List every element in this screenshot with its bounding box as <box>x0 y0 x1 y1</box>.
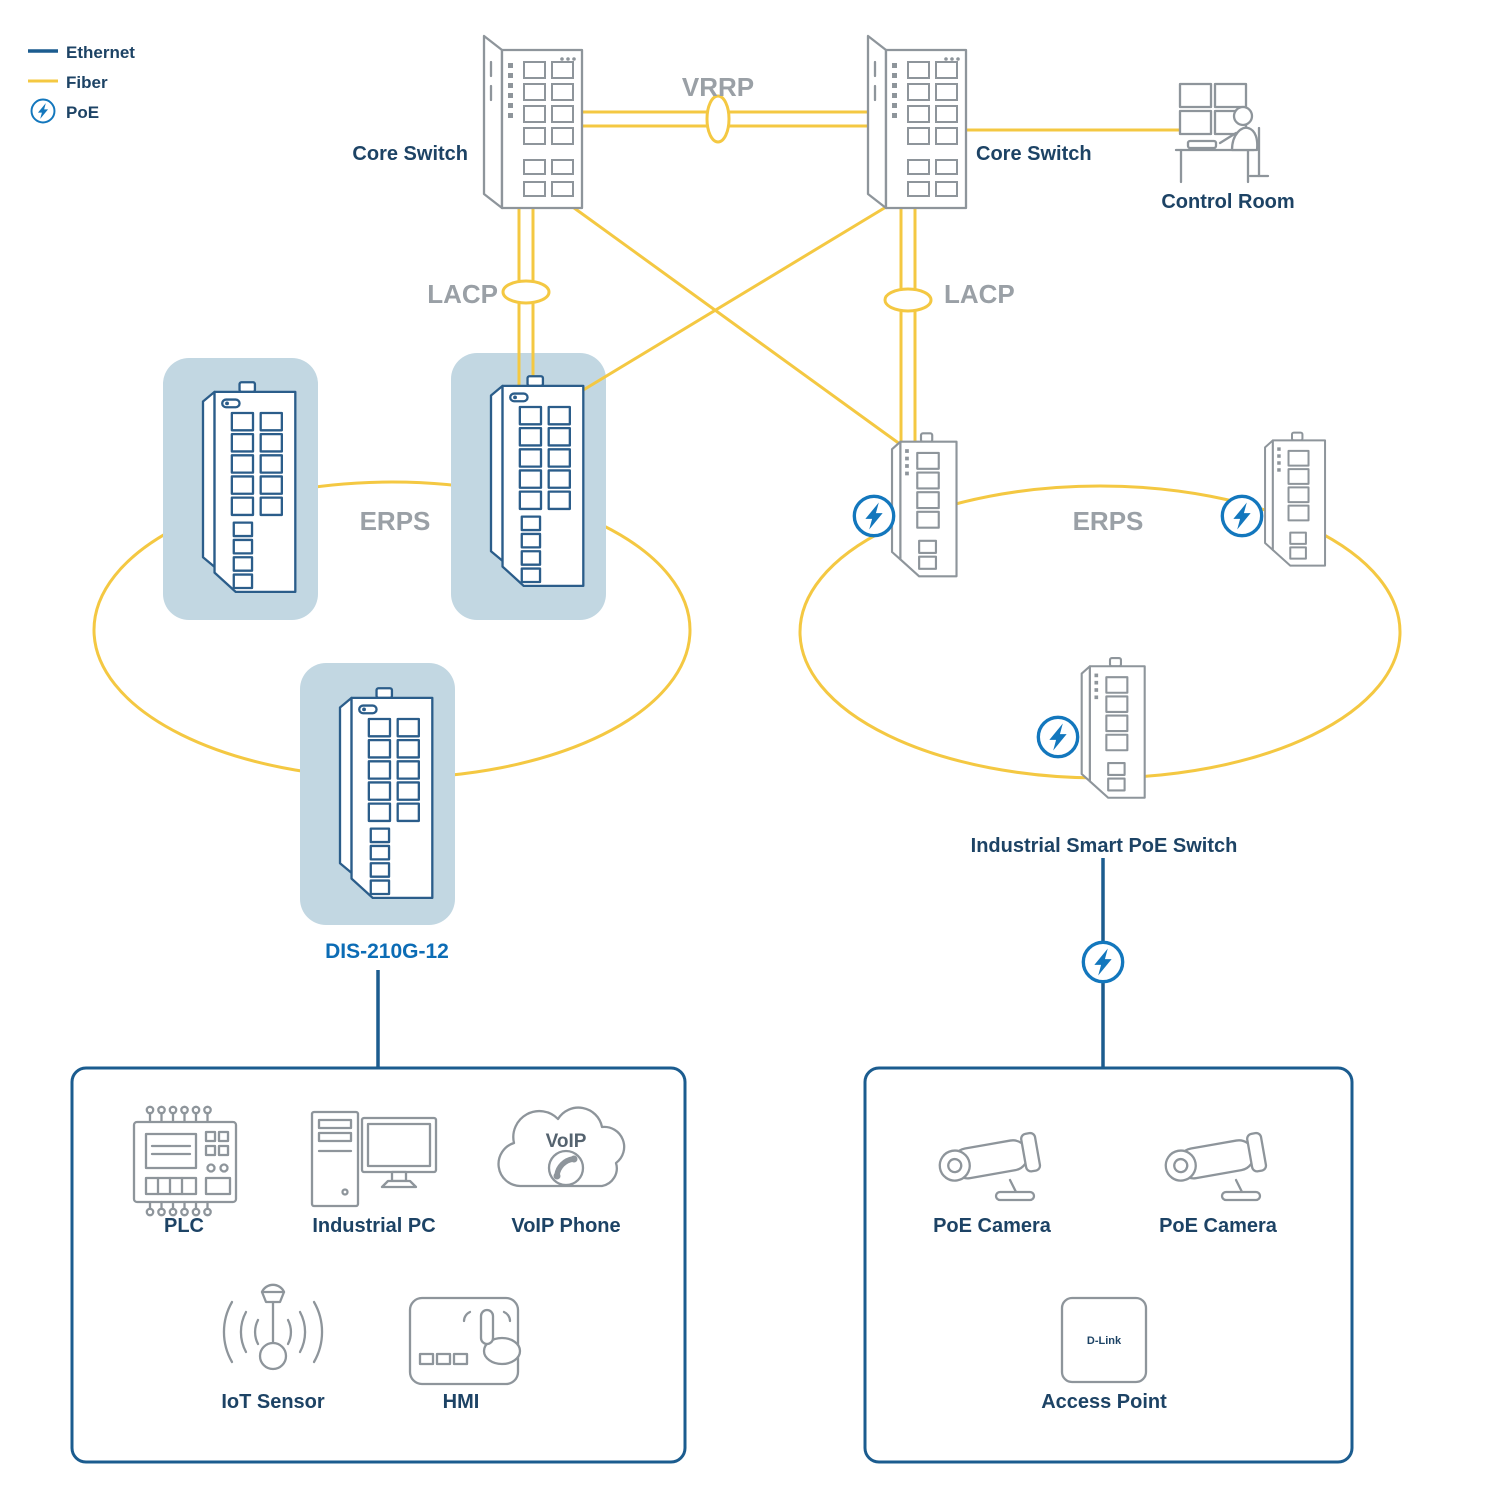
fiber-links <box>501 94 1192 457</box>
poe-bolt-icon-ring-right <box>1220 494 1264 538</box>
erps-left-label: ERPS <box>360 506 431 536</box>
poe-switch-icon-right <box>1263 431 1327 567</box>
voip-phone-icon: VoIP <box>497 1106 626 1188</box>
cross-link-left-to-right <box>569 203 916 457</box>
poe-switch-icon-bottom <box>1080 656 1146 799</box>
legend-ethernet-label: Ethernet <box>66 43 135 62</box>
poe-camera-label-2: PoE Camera <box>1159 1215 1278 1237</box>
core-switch-left-label: Core Switch <box>352 143 468 165</box>
iot-sensor-icon <box>222 1283 324 1371</box>
access-point-icon: D-Link <box>1060 1296 1148 1384</box>
legend: Ethernet Fiber PoE <box>28 43 135 124</box>
access-point-brand: D-Link <box>1087 1335 1122 1347</box>
vrrp-aggregation-oval <box>705 94 731 144</box>
lacp-right-oval <box>883 287 933 313</box>
legend-fiber-label: Fiber <box>66 73 108 92</box>
control-room-icon <box>1174 82 1270 184</box>
dis-switch-icon-2 <box>489 375 585 588</box>
lacp-left-oval <box>501 279 551 305</box>
lacp-right-label: LACP <box>944 279 1015 309</box>
voip-phone-label: VoIP Phone <box>511 1215 620 1237</box>
plc-label: PLC <box>164 1215 204 1237</box>
hmi-icon <box>408 1296 522 1386</box>
legend-poe-bolt-icon <box>30 98 56 124</box>
vrrp-label: VRRP <box>682 72 754 102</box>
poe-camera-label-1: PoE Camera <box>933 1215 1052 1237</box>
hmi-label: HMI <box>443 1391 480 1413</box>
dis-model-label: DIS-210G-12 <box>325 940 449 963</box>
iot-sensor-label: IoT Sensor <box>221 1391 325 1413</box>
dis-switch-icon-3 <box>338 687 434 900</box>
erps-right-label: ERPS <box>1073 506 1144 536</box>
cross-link-right-to-left <box>574 205 887 397</box>
poe-bolt-icon-ring-left <box>852 494 896 538</box>
poe-bolt-icon-downlink <box>1081 940 1125 984</box>
poe-bolt-icon-ring-bottom <box>1036 715 1080 759</box>
core-switch-right-icon <box>866 34 968 210</box>
plc-icon <box>132 1105 238 1217</box>
industrial-poe-switch-label: Industrial Smart PoE Switch <box>971 835 1238 857</box>
access-point-label: Access Point <box>1041 1391 1167 1413</box>
core-switch-right-label: Core Switch <box>976 143 1092 165</box>
voip-handset-circle <box>547 1149 585 1187</box>
dis-switch-icon-1 <box>201 381 297 594</box>
industrial-pc-icon <box>310 1110 438 1208</box>
control-room-label: Control Room <box>1161 191 1294 213</box>
voip-cloud-text: VoIP <box>546 1131 587 1152</box>
legend-poe-label: PoE <box>66 103 99 122</box>
industrial-pc-label: Industrial PC <box>312 1215 435 1237</box>
poe-switch-icon-left <box>890 432 958 578</box>
lacp-left-label: LACP <box>427 279 498 309</box>
core-switch-left-icon <box>482 34 584 210</box>
